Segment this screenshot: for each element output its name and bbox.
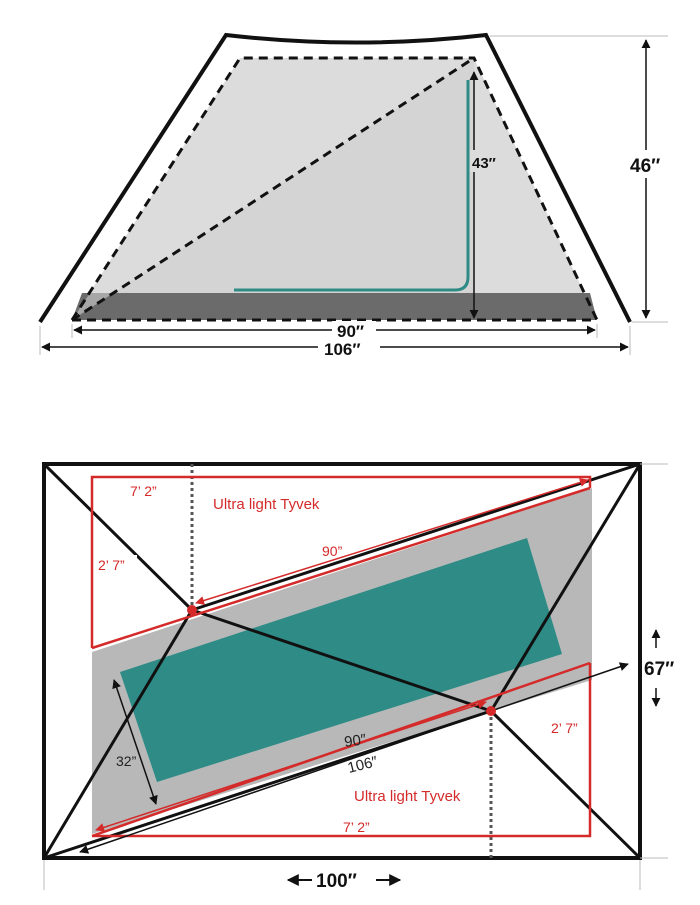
tyvek-top-length-label: 7’ 2” (130, 483, 157, 499)
inner-tent-outline (70, 56, 599, 321)
tyvek-bottom-length-label: 7’ 2” (343, 819, 370, 835)
diagonal-dashed-line (71, 56, 475, 322)
sleeping-pad-profile (234, 80, 470, 292)
tent-floor (72, 293, 597, 320)
diagonal-top-left (42, 462, 194, 612)
sleeping-space (72, 58, 474, 320)
pole-point-bottom (486, 706, 496, 716)
inner-length-label: 90″ (337, 322, 364, 341)
tyvek-top-outline (90, 475, 592, 648)
outer-height-label: 46″ (630, 156, 660, 177)
outer-length-label: 106″ (324, 340, 361, 359)
tent-length-label: 100″ (316, 871, 357, 892)
tyvek-top-width-label: 2’ 7” (98, 557, 125, 573)
tyvek-top-diag-label: 90” (322, 543, 343, 559)
top-view: 7’ 2” Ultra light Tyvek 2’ 7” 90” 2’ 7” … (42, 462, 674, 892)
tyvek-bottom-width-label: 2’ 7” (551, 720, 578, 736)
tyvek-bottom-label: Ultra light Tyvek (354, 788, 461, 805)
outer-fly-outline (38, 32, 632, 324)
tent-width-label: 67″ (644, 659, 674, 680)
outer-diag-arrow (79, 662, 629, 854)
side-view: 43″ 46″ 90″ 106″ (38, 32, 670, 359)
pad-width-arrow (112, 679, 158, 805)
tyvek-top-label: Ultra light Tyvek (213, 496, 320, 513)
inner-diag-label: 90″ (343, 731, 368, 751)
inner-height-label: 43″ (472, 155, 496, 172)
tent-outline (42, 462, 642, 860)
pad-width-label: 32” (116, 753, 137, 769)
tyvek-top-diag-arrow (195, 478, 589, 605)
pole-point-top (187, 605, 197, 615)
